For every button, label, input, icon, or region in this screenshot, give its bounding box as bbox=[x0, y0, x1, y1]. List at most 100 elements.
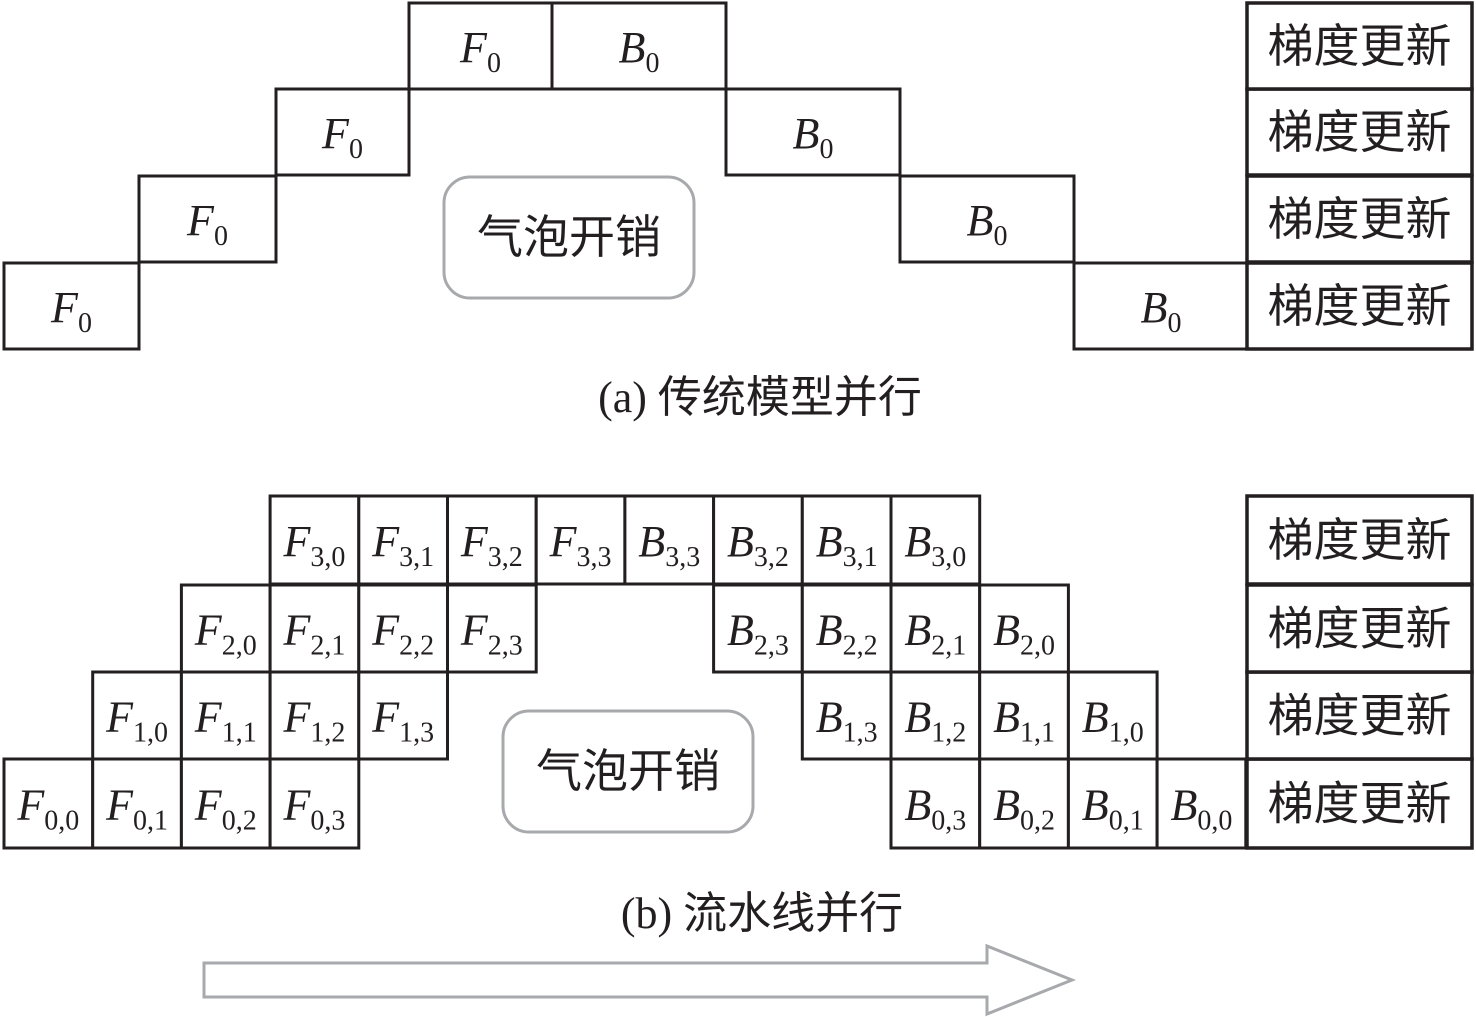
cell-b-b-1-0-box bbox=[1066, 670, 1159, 761]
cell-b-f-1-3-box bbox=[357, 670, 449, 761]
cell-b-b-0-2-box bbox=[978, 757, 1070, 850]
cell-b-b-2-3-label: B2,3 bbox=[727, 606, 789, 662]
cell-b-f-0-2: F0,2 bbox=[179, 757, 272, 850]
cell-b-f-0-2-label: F0,2 bbox=[194, 781, 257, 837]
bubble-label-a: 气泡开销 bbox=[477, 212, 661, 263]
bubble-box-b bbox=[501, 709, 755, 834]
cell-b-b-0-0-label: B0,0 bbox=[1171, 781, 1233, 837]
cell-b-b-0-2: B0,2 bbox=[978, 757, 1070, 850]
cell-b-f-3-0-label: F3,0 bbox=[283, 517, 346, 573]
cell-a-b-dev1-label: B0 bbox=[967, 196, 1008, 252]
gradient-update-b-dev3-box bbox=[1245, 494, 1474, 586]
cell-b-b-1-1: B1,1 bbox=[978, 670, 1070, 761]
cell-b-f-3-0: F3,0 bbox=[268, 494, 361, 586]
cell-b-f-0-3-label: F0,3 bbox=[283, 781, 346, 837]
cell-a-b-dev0-box bbox=[1072, 261, 1250, 351]
cell-a-b-dev3-box bbox=[550, 1, 728, 91]
gradient-update-a-dev3-box bbox=[1245, 1, 1474, 91]
cell-b-b-1-2: B1,2 bbox=[889, 670, 982, 761]
gradient-update-a-dev0-box bbox=[1245, 261, 1474, 351]
cell-b-f-2-1-label: F2,1 bbox=[283, 606, 346, 662]
cell-b-b-3-0-box bbox=[889, 494, 982, 586]
cell-b-f-3-3: F3,3 bbox=[534, 494, 627, 586]
cell-a-b-dev1: B0 bbox=[898, 174, 1076, 264]
gradient-update-b-dev1-label: 梯度更新 bbox=[1268, 691, 1452, 742]
cell-b-b-1-3-label: B1,3 bbox=[816, 693, 878, 749]
cell-b-b-3-3: B3,3 bbox=[623, 494, 716, 586]
caption-b: (b) 流水线并行 bbox=[621, 889, 903, 938]
cell-b-b-0-1-label: B0,1 bbox=[1082, 781, 1144, 837]
cell-a-f-dev1-label: F0 bbox=[186, 196, 228, 252]
cell-b-b-2-3: B2,3 bbox=[712, 583, 804, 674]
cell-b-b-3-1-box bbox=[800, 494, 893, 586]
cell-a-f-dev0-box bbox=[2, 261, 141, 351]
cell-b-b-3-3-label: B3,3 bbox=[638, 517, 700, 573]
cell-a-f-dev2-label: F0 bbox=[321, 109, 363, 165]
gradient-update-b-dev0-box bbox=[1245, 757, 1474, 850]
bubble-label-b: 气泡开销 bbox=[536, 746, 720, 797]
cell-b-b-2-2: B2,2 bbox=[800, 583, 893, 674]
cell-b-f-2-3-box bbox=[446, 583, 538, 674]
cell-a-b-dev2-label: B0 bbox=[793, 109, 834, 165]
cell-a-f-dev0-label: F0 bbox=[50, 283, 92, 339]
cell-b-f-3-1: F3,1 bbox=[357, 494, 449, 586]
cell-a-f-dev1-box bbox=[137, 174, 278, 264]
gradient-update-a-dev0: 梯度更新 bbox=[1245, 261, 1474, 351]
cell-b-f-0-0-label: F0,0 bbox=[16, 781, 79, 837]
cell-b-b-3-0-label: B3,0 bbox=[904, 517, 966, 573]
cell-b-b-2-0-box bbox=[978, 583, 1070, 674]
cell-b-f-1-0-box bbox=[91, 670, 183, 761]
cell-b-b-3-0: B3,0 bbox=[889, 494, 982, 586]
cell-a-b-dev2-box bbox=[724, 87, 902, 177]
cell-b-b-2-1-box bbox=[889, 583, 982, 674]
bubble-overhead-b: 气泡开销 bbox=[501, 709, 755, 834]
cell-b-f-2-3: F2,3 bbox=[446, 583, 538, 674]
cell-a-f-dev3: F0 bbox=[407, 1, 554, 91]
cell-b-f-0-3: F0,3 bbox=[268, 757, 361, 850]
cell-b-b-2-2-label: B2,2 bbox=[816, 606, 878, 662]
cell-a-f-dev2-box bbox=[274, 87, 411, 177]
cell-b-b-1-0: B1,0 bbox=[1066, 670, 1159, 761]
cell-a-f-dev3-label: F0 bbox=[459, 23, 501, 79]
gradient-update-a-dev2-label: 梯度更新 bbox=[1268, 107, 1452, 158]
cell-b-f-2-1: F2,1 bbox=[268, 583, 361, 674]
cell-a-b-dev3-label: B0 bbox=[619, 23, 660, 79]
gradient-update-b-dev1: 梯度更新 bbox=[1245, 670, 1474, 761]
cell-b-f-0-1-label: F0,1 bbox=[105, 781, 168, 837]
cell-b-f-0-3-box bbox=[268, 757, 361, 850]
cell-b-f-1-2-label: F1,2 bbox=[283, 693, 346, 749]
cell-b-b-0-3: B0,3 bbox=[889, 757, 982, 850]
cell-a-b-dev2: B0 bbox=[724, 87, 902, 177]
cell-b-b-0-2-label: B0,2 bbox=[993, 781, 1055, 837]
cell-b-f-0-2-box bbox=[179, 757, 272, 850]
cell-b-f-1-0-label: F1,0 bbox=[105, 693, 168, 749]
cell-b-b-1-3: B1,3 bbox=[800, 670, 893, 761]
gradient-update-b-dev2: 梯度更新 bbox=[1245, 583, 1474, 674]
gradient-update-a-dev2-box bbox=[1245, 87, 1474, 177]
cell-b-f-1-1: F1,1 bbox=[179, 670, 272, 761]
cell-b-f-3-1-label: F3,1 bbox=[371, 517, 434, 573]
cell-b-f-2-2: F2,2 bbox=[357, 583, 449, 674]
cell-b-f-0-0: F0,0 bbox=[2, 757, 95, 850]
cell-b-f-0-0-box bbox=[2, 757, 95, 850]
cell-b-f-1-2-box bbox=[268, 670, 361, 761]
cell-b-b-3-2: B3,2 bbox=[712, 494, 804, 586]
cell-b-f-1-2: F1,2 bbox=[268, 670, 361, 761]
cell-a-b-dev3: B0 bbox=[550, 1, 728, 91]
bubble-overhead-a: 气泡开销 bbox=[442, 175, 696, 300]
gradient-update-a-dev1-label: 梯度更新 bbox=[1268, 194, 1452, 245]
cell-b-f-0-1: F0,1 bbox=[91, 757, 183, 850]
cell-b-f-1-3: F1,3 bbox=[357, 670, 449, 761]
cell-b-f-1-0: F1,0 bbox=[91, 670, 183, 761]
gradient-update-b-dev0: 梯度更新 bbox=[1245, 757, 1474, 850]
cell-b-b-3-1-label: B3,1 bbox=[816, 517, 878, 573]
cell-b-f-1-3-label: F1,3 bbox=[371, 693, 434, 749]
cell-b-b-2-1: B2,1 bbox=[889, 583, 982, 674]
cell-b-b-2-1-label: B2,1 bbox=[904, 606, 966, 662]
gradient-update-a-dev0-label: 梯度更新 bbox=[1268, 281, 1452, 332]
gradient-update-b-dev3: 梯度更新 bbox=[1245, 494, 1474, 586]
cell-b-b-1-0-label: B1,0 bbox=[1082, 693, 1144, 749]
cell-b-b-0-0: B0,0 bbox=[1155, 757, 1248, 850]
gradient-update-b-dev0-label: 梯度更新 bbox=[1268, 779, 1452, 830]
